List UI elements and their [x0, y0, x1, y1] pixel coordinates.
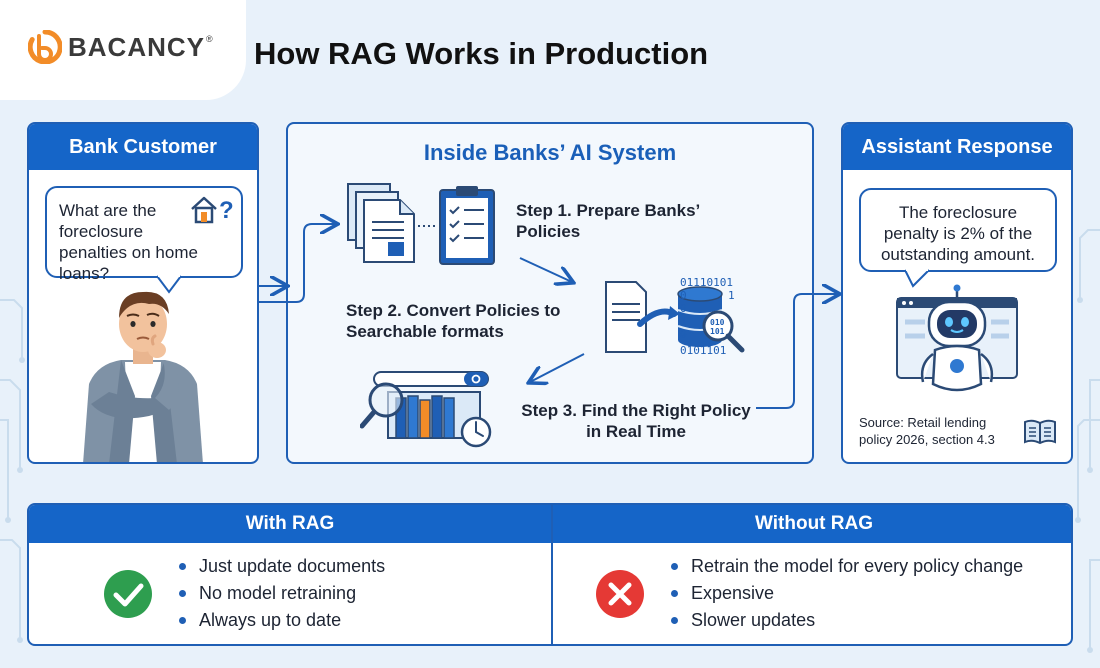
documents-checklist-icon — [347, 183, 495, 265]
answer-bubble-tail — [904, 268, 930, 288]
page-title: How RAG Works in Production — [254, 36, 709, 71]
database-binary-icon — [605, 281, 745, 353]
search-index-clock-icon — [360, 371, 492, 448]
binary-line: 1 — [680, 315, 687, 328]
list-item: No model retraining — [179, 580, 385, 607]
ai-system-heading: Inside Banks’ AI System — [423, 140, 677, 165]
assistant-answer-text: The foreclosure penalty is 2% of the out… — [880, 203, 1036, 264]
list-item: Slower updates — [671, 607, 1023, 634]
binary-line: 01110101 — [680, 276, 733, 289]
check-circle-icon — [104, 570, 152, 618]
assistant-response-panel: Assistant Response The foreclosure penal… — [841, 122, 1073, 464]
list-item: Always up to date — [179, 607, 385, 634]
ai-system-panel: Inside Banks’ AI System Step 1. Prepare … — [286, 122, 814, 464]
customer-question-bubble: What are the foreclosure penalties on ho… — [45, 186, 243, 283]
binary-line: 0 — [680, 302, 687, 315]
list-item: Expensive — [671, 580, 1023, 607]
binary-line: 1 — [728, 289, 735, 302]
without-rag-heading: Without RAG — [553, 505, 1071, 543]
with-rag-list: Just update documents No model retrainin… — [179, 553, 385, 634]
bank-customer-panel: Bank Customer What are the foreclosure p… — [27, 122, 259, 464]
house-question-icon: ? — [191, 196, 234, 224]
list-item: Retrain the model for every policy chang… — [671, 553, 1023, 580]
step-2-label: Step 2. Convert Policies to Searchable f… — [346, 301, 561, 341]
comparison-divider — [551, 505, 553, 644]
brand-name: BACANCY — [68, 31, 205, 62]
question-bubble-tail — [156, 274, 182, 294]
with-rag-heading: With RAG — [29, 505, 551, 543]
svg-text:?: ? — [219, 197, 234, 224]
step-3-label-text: Step 3. Find the Right Policy in Real Ti… — [521, 401, 751, 441]
response-source-text: Source: Retail lending policy 2026, sect… — [859, 415, 995, 447]
customer-question-text: What are the foreclosure penalties on ho… — [59, 201, 198, 283]
mini-binary-line: 101 — [710, 327, 725, 336]
binary-line: 0 — [680, 289, 687, 302]
list-item: Just update documents — [179, 553, 385, 580]
registered-mark: ® — [206, 34, 213, 44]
open-book-icon — [1024, 419, 1056, 445]
magnifier-binary: 010 101 — [710, 318, 724, 336]
rag-comparison-panel: With RAG Without RAG Just update documen… — [27, 503, 1073, 646]
bacancy-logo-icon — [28, 30, 62, 64]
robot-assistant-icon — [896, 284, 1018, 392]
step-1-label: Step 1. Prepare Banks’ Policies — [516, 201, 700, 241]
mini-binary-line: 010 — [710, 318, 725, 327]
step-3-label: Step 3. Find the Right Policy in Real Ti… — [516, 400, 756, 442]
person-thinking-illustration — [83, 291, 203, 462]
assistant-answer-bubble: The foreclosure penalty is 2% of the out… — [859, 188, 1057, 272]
x-circle-icon — [596, 570, 644, 618]
without-rag-list: Retrain the model for every policy chang… — [671, 553, 1023, 634]
brand-logo[interactable]: BACANCY ® — [28, 30, 213, 64]
binary-line: 0101101 — [680, 344, 727, 357]
assistant-response-heading: Assistant Response — [843, 124, 1071, 170]
binary-line: 0 — [680, 328, 687, 341]
bank-customer-heading: Bank Customer — [29, 124, 257, 170]
